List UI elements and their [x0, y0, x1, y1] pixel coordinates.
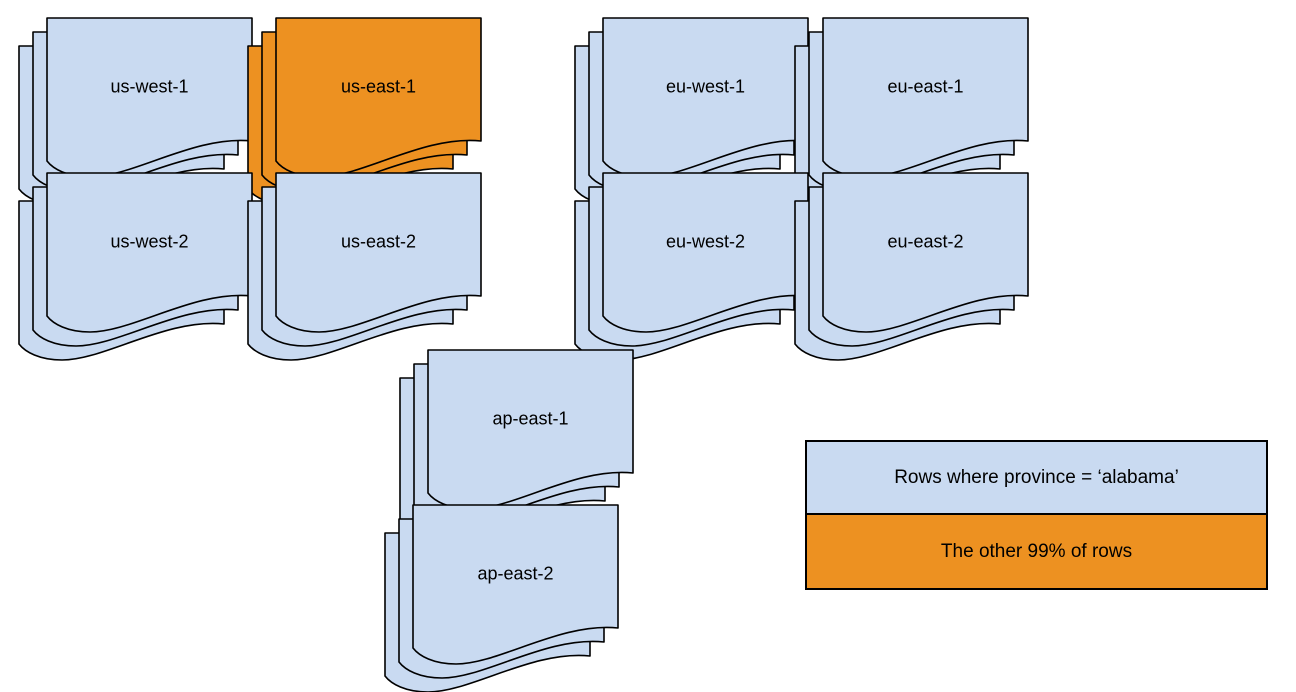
document-stack-us-east-2[interactable]: us-east-2 [244, 169, 485, 361]
region-label: us-west-1 [110, 76, 188, 96]
document-stack-eu-west-1[interactable]: eu-west-1 [571, 14, 812, 206]
document-stack-us-west-2[interactable]: us-west-2 [15, 169, 256, 361]
document-sheet: us-west-1 [46, 17, 253, 178]
legend-entry-other-rows: The other 99% of rows [807, 515, 1266, 588]
region-label: us-east-1 [341, 76, 416, 96]
document-stack-eu-east-1[interactable]: eu-east-1 [791, 14, 1032, 206]
region-label: eu-east-1 [887, 76, 963, 96]
legend-label-other-rows: The other 99% of rows [940, 540, 1133, 562]
document-sheet-shape [602, 172, 809, 333]
document-stack-us-west-1[interactable]: us-west-1 [15, 14, 256, 206]
region-label: us-west-2 [110, 231, 188, 251]
legend-entry-alabama-rows: Rows where province = ‘alabama’ [807, 442, 1266, 515]
region-label: ap-east-2 [477, 563, 553, 583]
document-stack-ap-east-1[interactable]: ap-east-1 [396, 346, 637, 538]
document-sheet: eu-west-2 [602, 172, 809, 333]
document-sheet-shape [822, 172, 1029, 333]
document-stack-ap-east-2[interactable]: ap-east-2 [381, 501, 622, 692]
region-label: us-east-2 [341, 231, 416, 251]
region-label: eu-east-2 [887, 231, 963, 251]
region-label: eu-west-2 [666, 231, 745, 251]
document-stack-us-east-1[interactable]: us-east-1 [244, 14, 485, 206]
region-label: ap-east-1 [492, 408, 568, 428]
legend-label-alabama-rows: Rows where province = ‘alabama’ [894, 466, 1179, 488]
document-sheet: us-east-2 [275, 172, 482, 333]
document-sheet: ap-east-2 [412, 504, 619, 665]
legend: Rows where province = ‘alabama’ The othe… [805, 440, 1268, 590]
document-sheet-shape [46, 172, 253, 333]
document-sheet: eu-west-1 [602, 17, 809, 178]
document-sheet-shape [275, 172, 482, 333]
document-stack-eu-west-2[interactable]: eu-west-2 [571, 169, 812, 361]
document-sheet: eu-east-2 [822, 172, 1029, 333]
document-sheet: us-east-1 [275, 17, 482, 178]
region-label: eu-west-1 [666, 76, 745, 96]
document-sheet: us-west-2 [46, 172, 253, 333]
document-stack-eu-east-2[interactable]: eu-east-2 [791, 169, 1032, 361]
document-sheet-shape [412, 504, 619, 665]
